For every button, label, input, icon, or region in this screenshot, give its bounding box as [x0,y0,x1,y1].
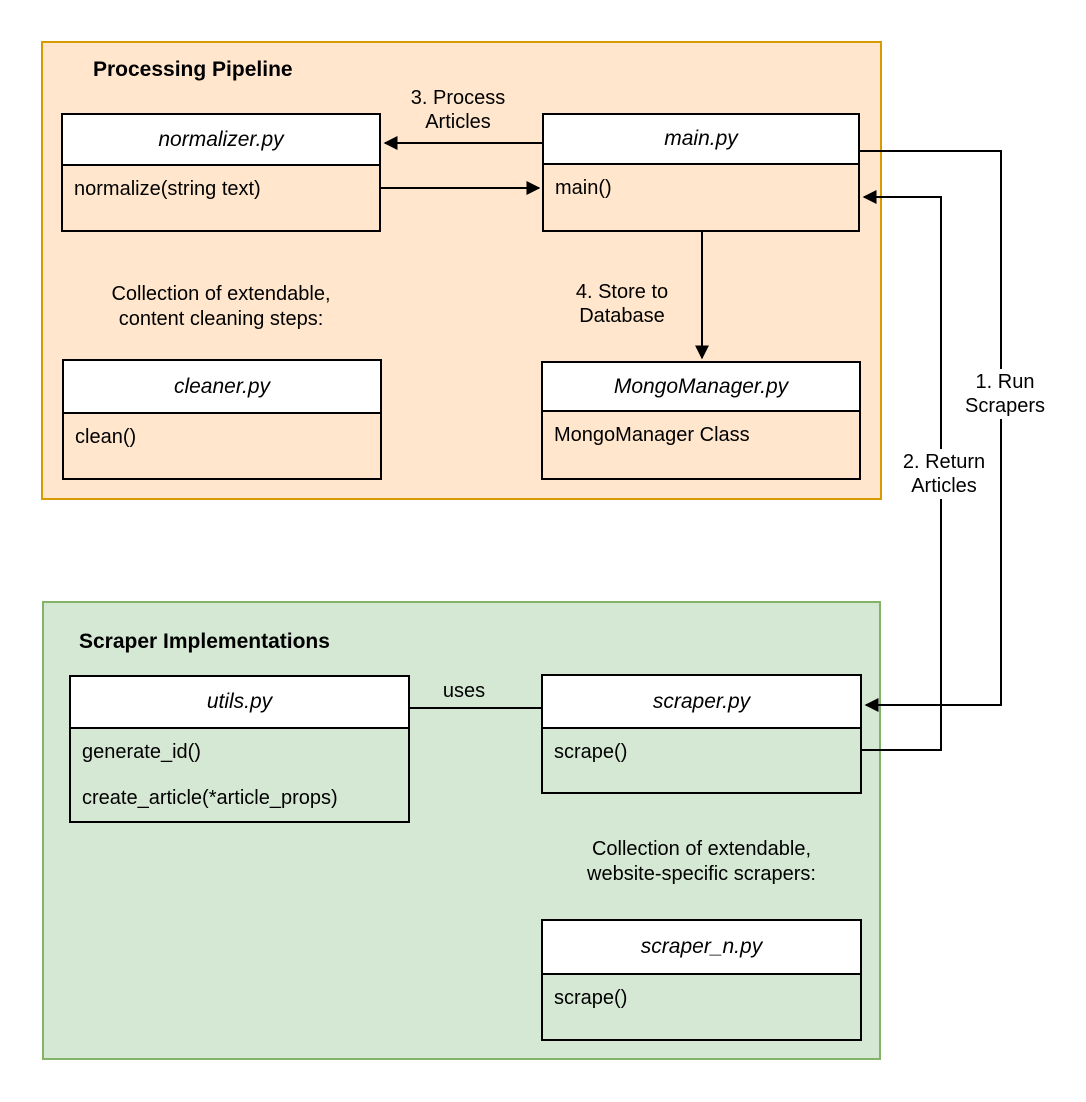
utils-method-create-article: create_article(*article_props) [82,787,338,809]
scraper-n-box-body: scrape() [543,975,860,1039]
mongomanager-box-title: MongoManager.py [543,363,859,412]
scraper-n-box: scraper_n.py scrape() [541,919,862,1041]
edge-run-scrapers [860,150,1002,712]
cleaner-box: cleaner.py clean() [62,359,382,480]
cleaning-steps-note: Collection of extendable, content cleani… [61,282,381,332]
mongomanager-box-body: MongoManager Class [543,412,859,478]
return-articles-label-line1: 2. Return [902,451,986,473]
scraper-box-title: scraper.py [543,676,860,729]
cleaner-box-title: cleaner.py [64,361,380,414]
scrapers-note: Collection of extendable, website-specif… [541,837,862,887]
run-scrapers-label-line1: 1. Run [975,371,1035,393]
normalizer-box: normalizer.py normalize(string text) [61,113,381,232]
scraper-n-box-title: scraper_n.py [543,921,860,975]
utils-box-body: generate_id() create_article(*article_pr… [71,729,408,821]
normalizer-box-body: normalize(string text) [63,166,379,230]
run-scrapers-label: 1. Run Scrapers [951,369,1059,419]
cleaner-box-body: clean() [64,414,380,478]
scraper-n-method: scrape() [554,987,628,1009]
normalizer-method: normalize(string text) [74,178,261,200]
utils-method-generate-id: generate_id() [82,741,201,763]
process-articles-label-line2: Articles [425,111,491,133]
normalizer-box-title: normalizer.py [63,115,379,166]
scraper-implementations-title: Scraper Implementations [79,630,330,653]
cleaning-steps-note-line1: Collection of extendable, [111,283,331,305]
utils-box-title: utils.py [71,677,408,729]
scrapers-note-line1: Collection of extendable, [591,838,812,860]
store-database-label: 4. Store to Database [542,280,702,328]
store-database-label-line1: 4. Store to [575,281,669,303]
main-box-title: main.py [544,115,858,165]
mongomanager-method: MongoManager Class [554,424,750,446]
utils-box: utils.py generate_id() create_article(*a… [69,675,410,823]
main-method: main() [555,177,612,199]
scrapers-note-line2: website-specific scrapers: [587,863,816,885]
cleaning-steps-note-line2: content cleaning steps: [118,308,324,330]
processing-pipeline-title: Processing Pipeline [93,58,293,81]
cleaner-method: clean() [75,426,137,448]
run-scrapers-label-line2: Scrapers [964,395,1046,417]
return-articles-label: 2. Return Articles [890,449,998,499]
store-database-label-line2: Database [579,305,665,327]
scraper-box-body: scrape() [543,729,860,792]
process-articles-label-line1: 3. Process [410,87,506,109]
return-articles-label-line2: Articles [911,475,977,497]
mongomanager-box: MongoManager.py MongoManager Class [541,361,861,480]
scraper-box: scraper.py scrape() [541,674,862,794]
main-box-body: main() [544,165,858,230]
uses-label: uses [442,680,486,702]
main-box: main.py main() [542,113,860,232]
process-articles-label: 3. Process Articles [378,86,538,134]
scraper-method: scrape() [554,741,628,763]
